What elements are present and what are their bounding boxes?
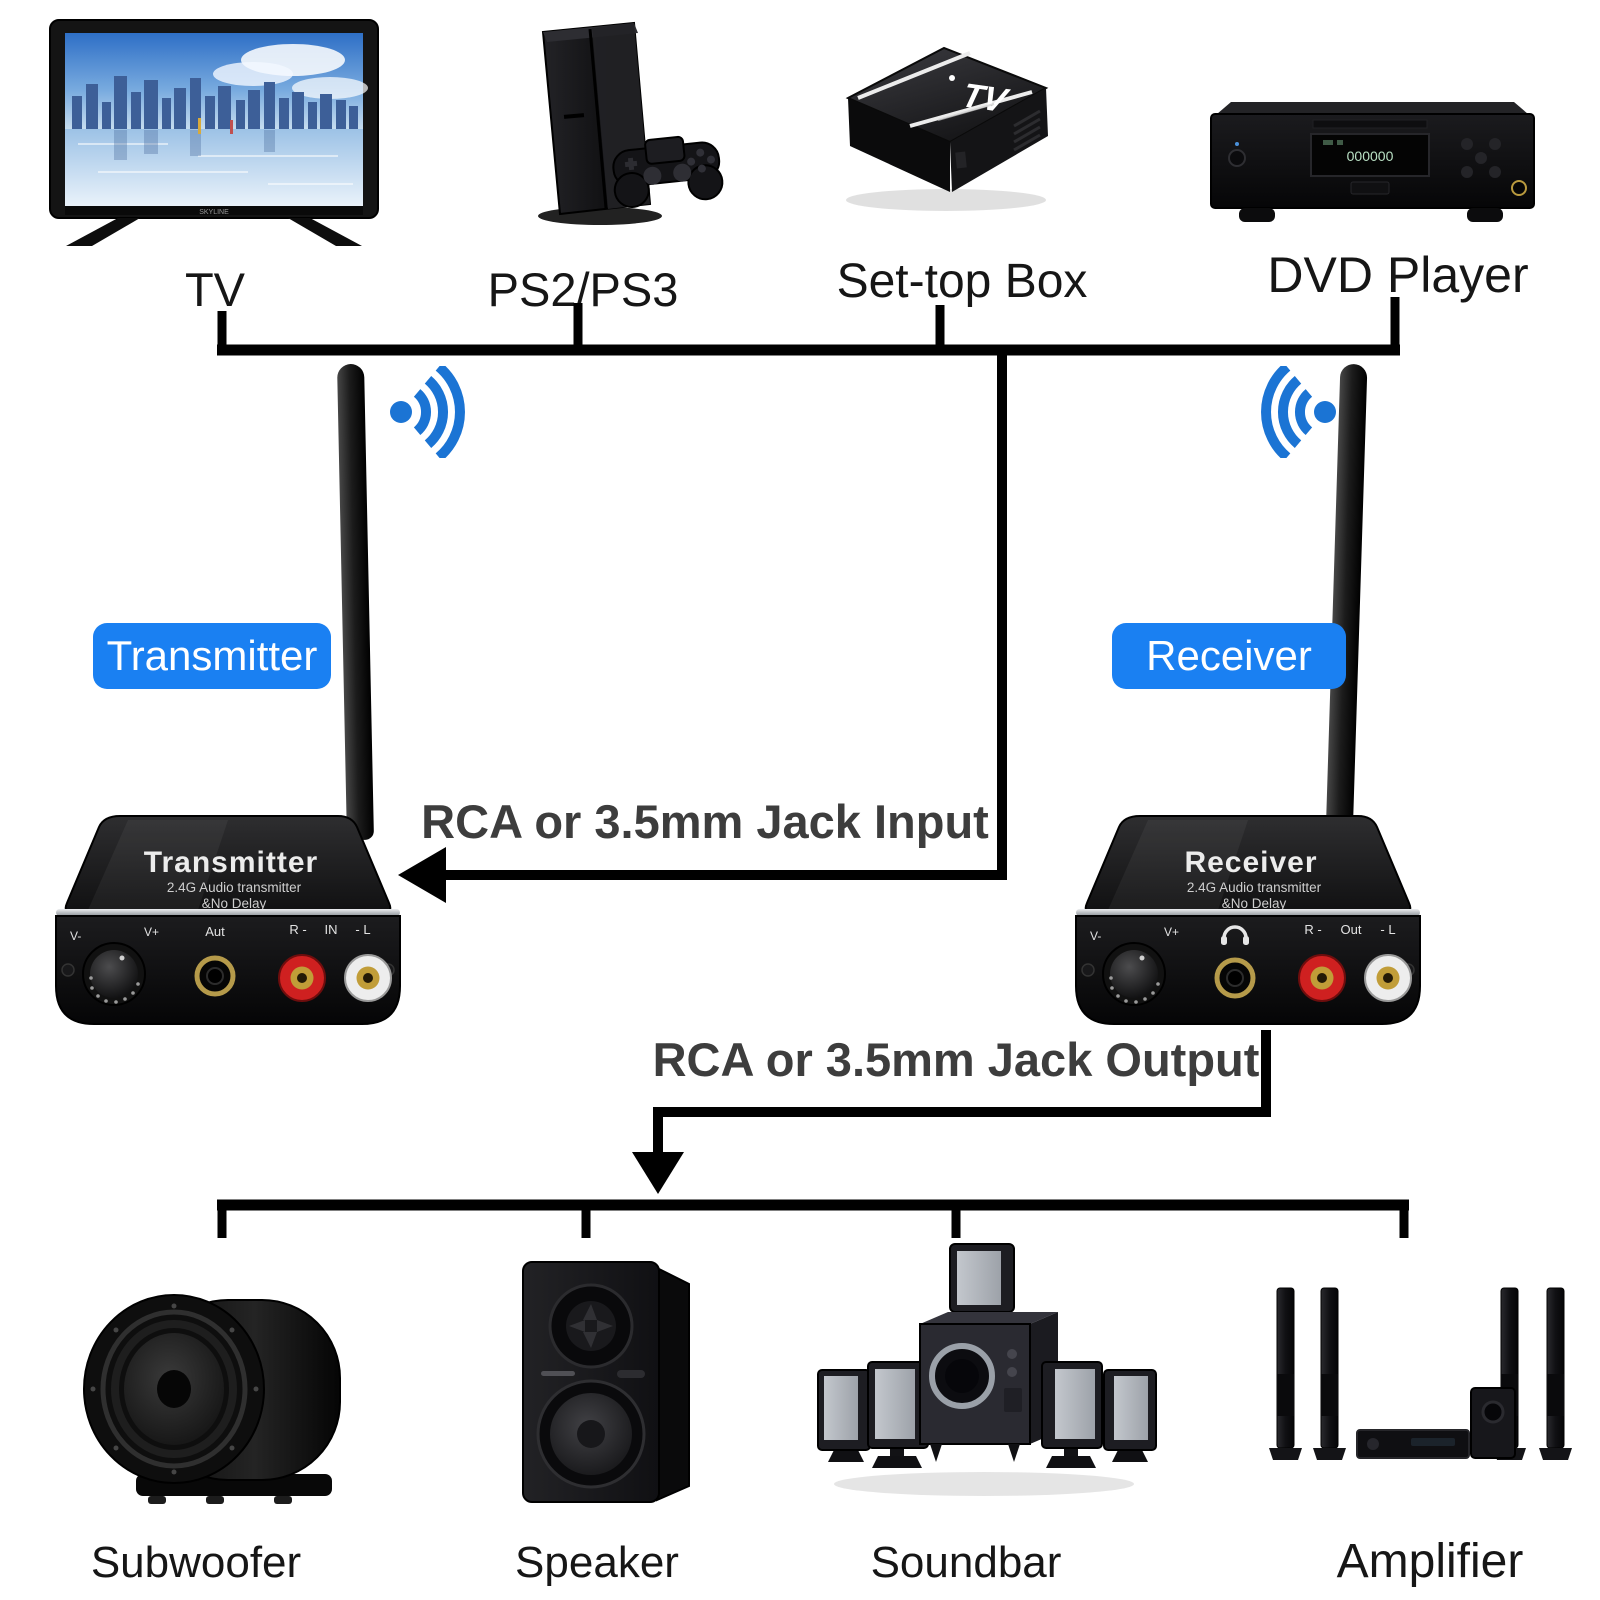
rx-vol-plus-label: V+ xyxy=(1164,925,1179,939)
speaker-tweeter xyxy=(548,1283,634,1369)
tx-rca-red-jack xyxy=(278,954,326,1002)
dvd-player-image: 000000 xyxy=(1210,102,1535,222)
output-label-amplifier: Amplifier xyxy=(1336,1535,1524,1588)
tv-image: SKYLINE xyxy=(49,19,379,246)
output-label-speaker: Speaker xyxy=(515,1538,679,1587)
ps-controller xyxy=(612,135,724,209)
amplifier-image xyxy=(1269,1287,1572,1460)
ps-console-image xyxy=(538,21,724,225)
transmitter-face-line2: &No Delay xyxy=(202,896,267,911)
output-label-soundbar: Soundbar xyxy=(870,1538,1062,1587)
tv-skyline xyxy=(72,76,358,129)
amp-sub-unit xyxy=(1470,1387,1516,1459)
tx-volume-knob xyxy=(82,942,146,1006)
tx-aux-jack xyxy=(194,955,236,997)
tx-rca-white-jack xyxy=(344,954,392,1002)
receiver-device-image: Receiver 2.4G Audio transmitter &No Dela… xyxy=(1075,815,1421,1025)
transmitter-device-image: Transmitter 2.4G Audio transmitter &No D… xyxy=(55,815,401,1025)
rx-headphone-jack xyxy=(1214,957,1256,999)
output-label-subwoofer: Subwoofer xyxy=(90,1538,302,1587)
rx-rca-r-label: R - xyxy=(1304,922,1321,937)
tx-rca-l-label: - L xyxy=(355,922,370,937)
tx-vol-min-label: V- xyxy=(70,929,81,943)
input-arrow-label: RCA or 3.5mm Jack Input xyxy=(421,795,989,848)
source-label-settop: Set-top Box xyxy=(836,255,1088,308)
receiver-tag: Receiver xyxy=(1112,623,1346,689)
source-label-dvd: DVD Player xyxy=(1267,247,1529,303)
rx-vol-min-label: V- xyxy=(1090,929,1101,943)
receiver-face-line1: 2.4G Audio transmitter xyxy=(1187,880,1322,895)
tx-rca-mid-label: IN xyxy=(325,922,338,937)
rx-rca-l-label: - L xyxy=(1380,922,1395,937)
transmitter-face-title: Transmitter xyxy=(144,846,318,879)
headphone-icon xyxy=(1221,925,1249,945)
subwoofer-image xyxy=(83,1294,341,1504)
tv-brand-text: SKYLINE xyxy=(199,209,229,216)
soundbar-image xyxy=(817,1243,1157,1496)
amp-towers xyxy=(1269,1287,1572,1460)
rx-rca-white-jack xyxy=(1364,954,1412,1002)
source-label-tv: TV xyxy=(184,263,246,316)
transmitter-face-line1: 2.4G Audio transmitter xyxy=(167,880,302,895)
settop-box-image: TV xyxy=(845,46,1049,211)
receiver-face-line2: &No Delay xyxy=(1222,896,1287,911)
rx-volume-knob xyxy=(1102,942,1166,1006)
receiver-face-title: Receiver xyxy=(1184,846,1317,879)
input-arrowhead-icon xyxy=(398,847,446,903)
tx-vol-plus-label: V+ xyxy=(144,925,159,939)
speaker-image xyxy=(522,1261,690,1503)
input-connector xyxy=(444,350,1007,880)
rx-rca-red-jack xyxy=(1298,954,1346,1002)
tv-left-leg xyxy=(66,218,140,246)
tx-rca-r-label: R - xyxy=(289,922,306,937)
output-arrow-label: RCA or 3.5mm Jack Output xyxy=(652,1033,1260,1086)
amp-receiver-unit xyxy=(1356,1429,1470,1459)
source-label-ps: PS2/PS3 xyxy=(487,263,679,316)
output-arrowhead-icon xyxy=(632,1152,684,1194)
tv-right-leg xyxy=(288,218,362,246)
tx-jack-label: Aut xyxy=(205,924,225,939)
wifi-icon-receiver xyxy=(1261,366,1336,458)
output-connector xyxy=(653,1030,1271,1154)
dvd-display-text: 000000 xyxy=(1347,148,1394,164)
wifi-icon-transmitter xyxy=(390,366,465,458)
rx-rca-mid-label: Out xyxy=(1341,922,1362,937)
transmitter-tag: Transmitter xyxy=(93,623,331,689)
speaker-woofer xyxy=(536,1379,646,1489)
